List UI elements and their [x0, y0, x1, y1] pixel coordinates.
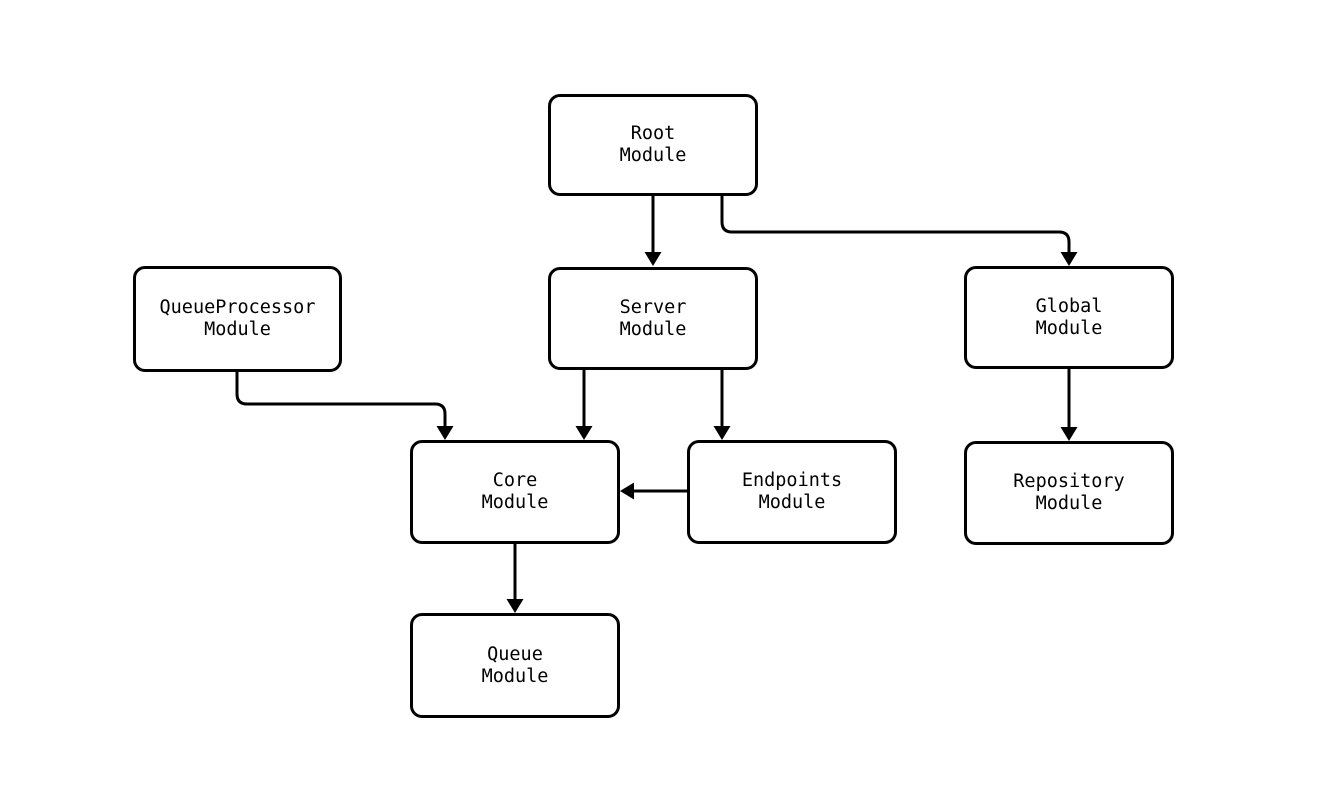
arrowhead-icon: [1060, 427, 1078, 441]
arrowhead-icon: [506, 599, 524, 613]
edge-root-to-global: [720, 196, 1078, 266]
node-label-secondary: Module: [481, 492, 549, 513]
arrowhead-icon: [620, 482, 634, 500]
arrowhead-icon: [575, 426, 593, 440]
edge-line: [720, 196, 1071, 252]
node-label-primary: Repository: [1013, 471, 1125, 492]
arrowhead-icon: [713, 426, 731, 440]
node-label-secondary: Module: [758, 492, 826, 513]
node-label-primary: Root: [630, 123, 676, 144]
edge-server-to-endpoints: [713, 370, 731, 440]
edge-endpoints-to-core: [620, 482, 687, 500]
edge-global-to-repository: [1060, 369, 1078, 441]
node-label-primary: Server: [619, 296, 687, 318]
node-label-primary: Core: [492, 470, 538, 491]
node-label-secondary: Module: [1035, 317, 1103, 339]
edge-queueprocessor-to-core: [235, 372, 454, 440]
node-label-primary: QueueProcessor: [159, 297, 316, 318]
edge-core-to-queue: [506, 544, 524, 613]
edge-root-to-server: [644, 196, 662, 266]
edge-line: [235, 372, 447, 426]
arrowhead-icon: [644, 252, 662, 266]
node-label-primary: Global: [1035, 295, 1103, 317]
node-label-secondary: Module: [619, 145, 687, 166]
arrowhead-icon: [436, 426, 454, 440]
edge-server-to-core: [575, 370, 593, 440]
node-label-secondary: Module: [204, 319, 271, 340]
node-label-secondary: Module: [619, 318, 687, 340]
node-label-primary: Endpoints: [741, 470, 843, 491]
node-label-secondary: Module: [481, 665, 549, 687]
arrowhead-icon: [1060, 252, 1078, 266]
node-label-secondary: Module: [1035, 493, 1103, 514]
node-label-primary: Queue: [487, 643, 543, 665]
